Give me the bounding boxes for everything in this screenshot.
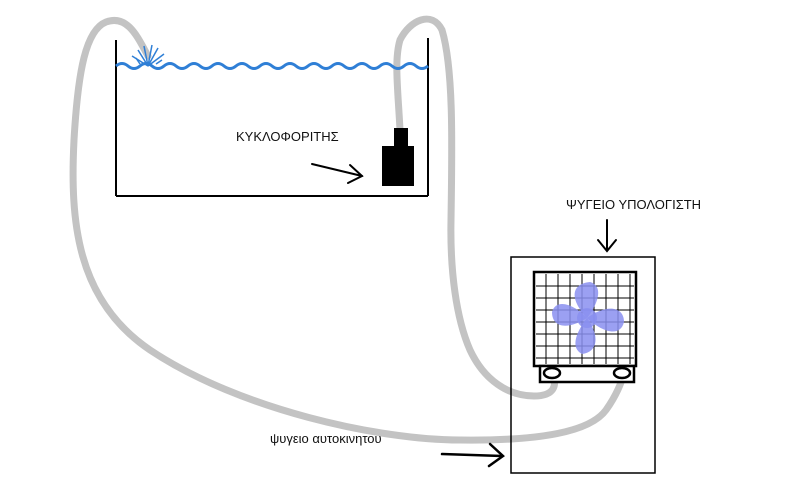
label-pc-cooler: ΨΥΓΕΙΟ ΥΠΟΛΟΓΙΣΤΗ xyxy=(566,197,702,212)
radiator-frame xyxy=(510,256,656,474)
inlet-port xyxy=(542,366,562,380)
coolant-hose xyxy=(69,15,628,444)
fan-icon xyxy=(552,282,624,354)
water-surface xyxy=(115,62,429,70)
arrow-to-pc-cooler xyxy=(597,219,617,253)
outlet-port xyxy=(612,366,632,380)
aquarium-tank xyxy=(115,38,429,197)
label-car-radiator: ψυγειο αυτοκινητου xyxy=(270,431,382,446)
radiator-bottom-tank xyxy=(538,364,636,384)
radiator-unit xyxy=(510,256,656,474)
label-circulation-pump: ΚΥΚΛΟΦΟΡΙΤΗΣ xyxy=(236,129,339,144)
arrow-to-pump xyxy=(311,163,364,184)
pump-icon xyxy=(382,128,414,186)
water-spray-icon xyxy=(131,44,165,67)
arrow-to-car-radiator xyxy=(440,442,505,468)
